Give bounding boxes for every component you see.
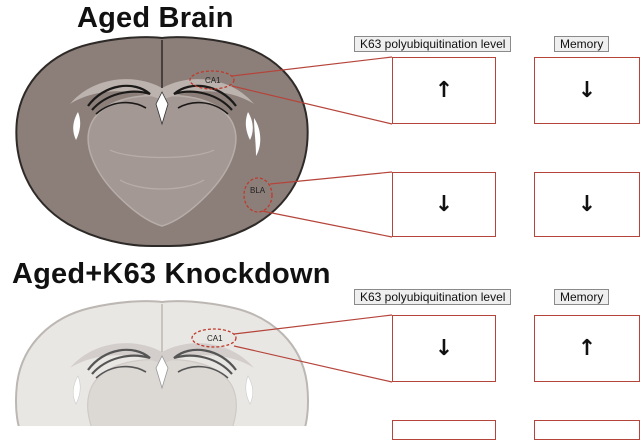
aged-bla-k63-arrow-icon: ↓ <box>434 192 454 217</box>
connector-bla-bottom <box>261 210 393 238</box>
title-aged-brain: Aged Brain <box>77 2 234 34</box>
header-memory-top: Memory <box>554 36 610 52</box>
aged-texture-1 <box>109 149 215 159</box>
aged-ca1-region <box>189 70 235 90</box>
knockdown-ca1-label: CA1 <box>207 334 223 343</box>
aged-ca1-memory-box: ↓ <box>534 57 640 124</box>
aged-brain-core <box>87 94 237 227</box>
aged-ca1-k63-box: ↑ <box>392 57 496 124</box>
knockdown-hippocampus-right <box>173 348 237 375</box>
aged-hippocampus-left <box>87 84 151 111</box>
header-k63-bottom: K63 polyubiquitination level <box>354 289 512 305</box>
connector-ca1-top <box>231 56 393 77</box>
knockdown-ca1-memory-box: ↑ <box>534 315 640 382</box>
aged-dentate-left <box>95 101 147 115</box>
aged-bla-label: BLA <box>250 186 266 195</box>
aged-bla-memory-box: ↓ <box>534 172 640 237</box>
knockdown-ca1-k63-arrow-icon: ↓ <box>434 336 454 361</box>
connector-bla-top <box>269 171 393 185</box>
knockdown-connector-bottom <box>233 345 393 383</box>
aged-texture-2 <box>119 179 205 190</box>
knockdown-ca1-k63-box: ↓ <box>392 315 496 382</box>
aged-ventricle-left-2 <box>254 118 261 156</box>
knockdown-bla-k63-box <box>392 420 496 440</box>
aged-dentate-right <box>177 101 229 115</box>
knockdown-ca1-region <box>191 328 237 348</box>
aged-ventricle-right <box>245 112 253 140</box>
knockdown-third-ventricle <box>155 355 169 390</box>
aged-brain-section: CA1 BLA <box>15 36 393 247</box>
header-k63-top: K63 polyubiquitination level <box>354 36 512 52</box>
knockdown-brain-section: CA1 <box>14 300 393 426</box>
knockdown-dentate-right <box>177 365 229 379</box>
connector-ca1-bottom <box>231 85 393 125</box>
knockdown-ventricle-right <box>245 375 254 405</box>
aged-bla-region <box>243 177 273 213</box>
knockdown-connector-top <box>233 314 393 335</box>
knockdown-dentate-left <box>95 365 147 379</box>
aged-ca1-memory-arrow-icon: ↓ <box>577 78 597 103</box>
aged-bla-k63-box: ↓ <box>392 172 496 237</box>
aged-hippocampus-right <box>173 84 237 111</box>
header-memory-bottom: Memory <box>554 289 610 305</box>
aged-ventricle-left <box>73 112 81 140</box>
aged-ca1-label: CA1 <box>205 76 221 85</box>
knockdown-ventricle-left <box>72 375 81 405</box>
aged-third-ventricle <box>155 91 169 126</box>
aged-ca1-k63-arrow-icon: ↑ <box>434 78 454 103</box>
title-aged-k63-knockdown: Aged+K63 Knockdown <box>12 258 331 290</box>
aged-bla-memory-arrow-icon: ↓ <box>577 192 597 217</box>
knockdown-bla-memory-box <box>534 420 640 440</box>
knockdown-ca1-memory-arrow-icon: ↑ <box>577 336 597 361</box>
knockdown-hippocampus-left <box>87 348 151 375</box>
brain-illustrations: CA1 BLA CA1 <box>14 36 393 426</box>
